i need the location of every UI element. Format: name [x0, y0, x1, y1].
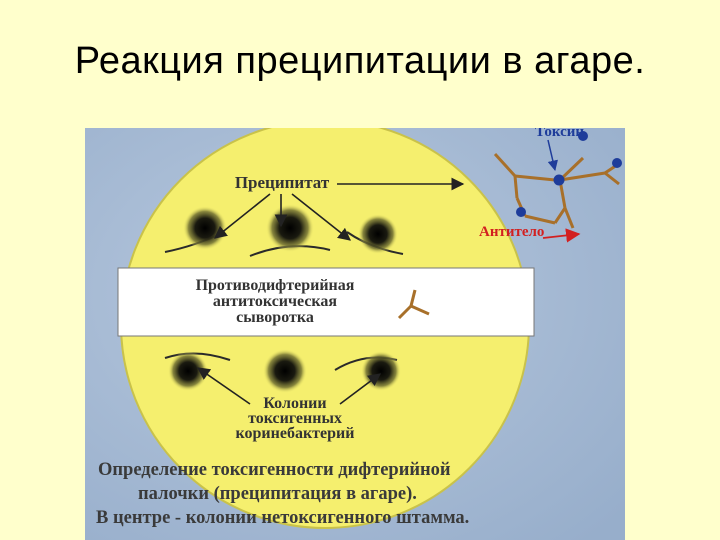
serum-label-line-3: сыворотка — [236, 309, 314, 326]
serum-label-line-1: Противодифтерийная — [196, 277, 355, 294]
caption-line-3: В центре - колонии нетоксигенного штамма… — [96, 506, 618, 530]
colony — [358, 214, 398, 254]
precipitate-label: Преципитат — [235, 173, 330, 192]
antibody-label: Антитело — [479, 224, 544, 240]
toxin-dot — [578, 131, 588, 141]
slide-title: Реакция преципитации в агаре. — [0, 40, 720, 83]
toxin-label: Токсин — [535, 128, 584, 140]
colony — [263, 349, 307, 393]
colony — [361, 351, 401, 391]
toxin-dot — [554, 175, 565, 186]
colony — [183, 206, 227, 250]
serum-label-line-2: антитоксическая — [213, 293, 337, 310]
colonies-label-line-3: коринебактерий — [236, 425, 355, 442]
toxin-dot — [612, 158, 622, 168]
caption-line-1: Определение токсигенности дифтерийной — [98, 458, 618, 482]
toxin-dot — [516, 207, 526, 217]
colony — [266, 204, 314, 252]
figure-caption: Определение токсигенности дифтерийной па… — [98, 458, 618, 530]
caption-line-2: палочки (преципитация в агаре). — [98, 482, 618, 506]
